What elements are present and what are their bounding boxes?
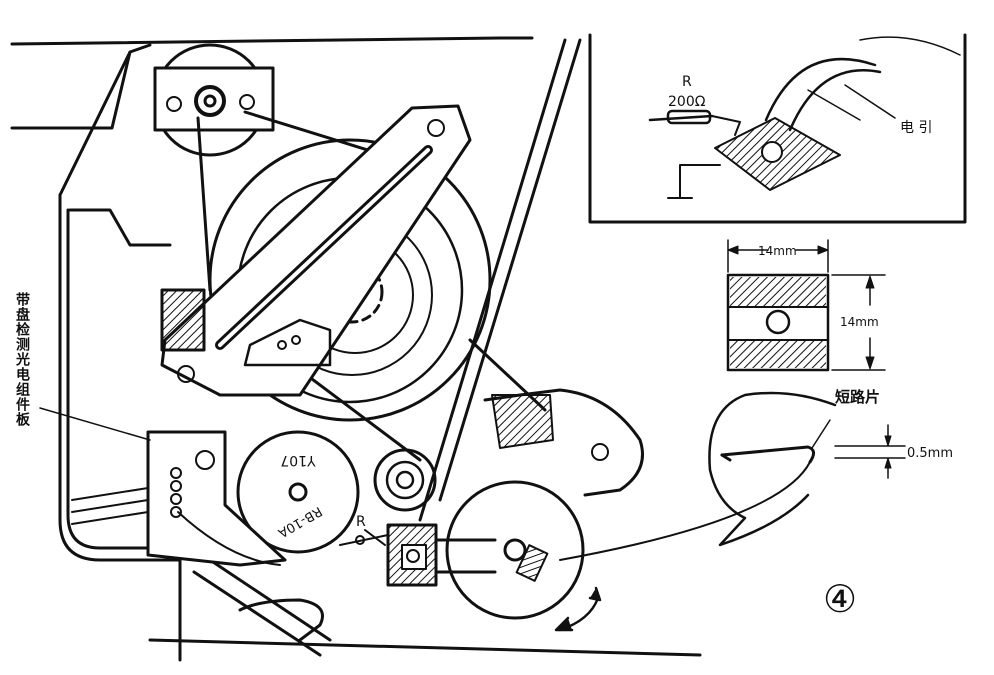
inset-box (588, 33, 967, 224)
hatched-block (160, 288, 206, 352)
rotation-arrows (554, 586, 602, 632)
sensor-bracket (71, 430, 287, 567)
dimension-width-label: 14mm (758, 244, 797, 258)
dimension-height-label: 14mm (840, 315, 879, 329)
dimension-drawing (726, 239, 886, 372)
resistor-letter-main: R (356, 514, 366, 530)
short-piece-label: 短路片 (835, 388, 880, 406)
figure-number: ④ (823, 577, 857, 621)
part-y107-label: Y107 (280, 452, 316, 468)
tension-lever (483, 388, 644, 497)
thickness-label: 0.5mm (907, 446, 953, 461)
small-pulley (373, 448, 437, 512)
resistor-value-label: 200Ω (668, 94, 706, 110)
resistor-letter-label: R (682, 74, 692, 90)
top-pulley (153, 43, 275, 157)
short-piece-callout (559, 391, 906, 561)
sensor-assembly-label: 带盘检测光电组件板 (14, 292, 30, 427)
capstan-wheel (445, 480, 585, 620)
photo-sensor (339, 523, 497, 587)
part-rb10a-label: RB-10A (275, 503, 324, 540)
pivot-arm (160, 104, 472, 397)
sensor-leader (39, 407, 151, 441)
idler-wheel (236, 430, 360, 554)
electrode-label: 电 引 (900, 120, 932, 136)
chassis-outline (10, 36, 702, 662)
